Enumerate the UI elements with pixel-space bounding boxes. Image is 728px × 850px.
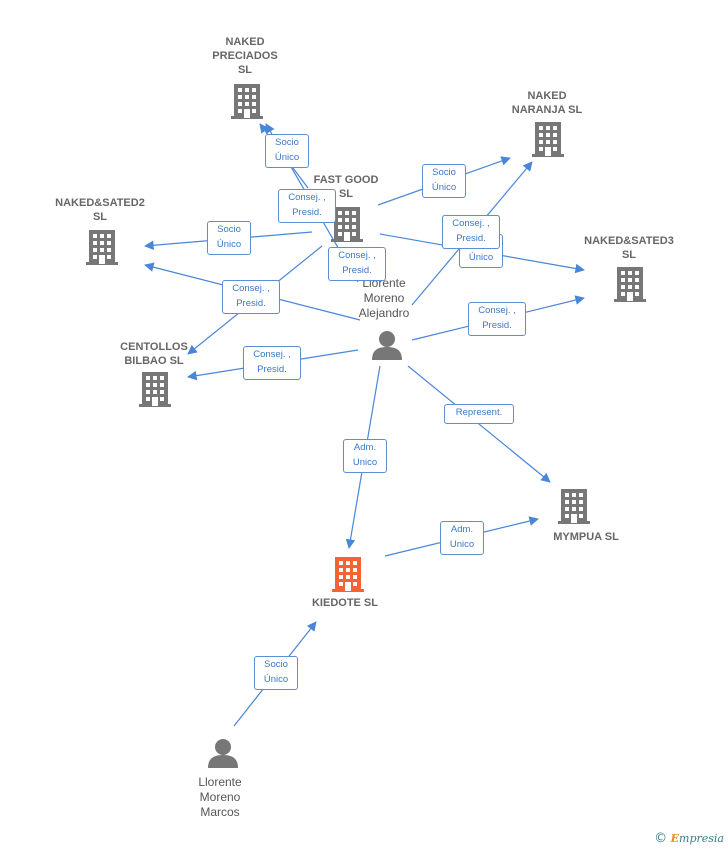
relation-badge[interactable]: Adm. Unico (343, 439, 387, 473)
naked-preciados-building-icon[interactable] (231, 84, 263, 119)
relation-badge[interactable]: Consej. , Presid. (278, 189, 336, 223)
marcos-person-icon[interactable] (208, 739, 238, 768)
copyright-symbol: © (654, 831, 668, 846)
naked-naranja-building-icon[interactable] (532, 122, 564, 157)
relation-badge[interactable]: Consej. , Presid. (328, 247, 386, 281)
edges (144, 123, 585, 727)
node-label-marcos[interactable]: Llorente Moreno Marcos (198, 775, 242, 819)
relation-badge[interactable]: Consej. , Presid. (442, 215, 500, 249)
node-label-centollos[interactable]: CENTOLLOS BILBAO SL (120, 341, 188, 367)
relation-badge[interactable]: Consej. , Presid. (468, 302, 526, 336)
relation-badge[interactable]: Represent. (444, 404, 514, 424)
centollos-building-icon[interactable] (139, 372, 171, 407)
brand-initial: E (670, 832, 680, 845)
naked-sated3-building-icon[interactable] (614, 267, 646, 302)
relation-badge[interactable]: Socio Único (207, 221, 251, 255)
relation-badge[interactable]: Socio Único (265, 134, 309, 168)
relation-badge[interactable]: Socio Único (422, 164, 466, 198)
relation-badge[interactable]: Adm. Unico (440, 521, 484, 555)
kiedote-building-icon[interactable] (332, 557, 364, 592)
mympua-building-icon[interactable] (558, 489, 590, 524)
node-label-kiedote[interactable]: KIEDOTE SL (311, 597, 378, 609)
node-label-mympua[interactable]: MYMPUA SL (553, 531, 619, 543)
node-label-naked-naranja[interactable]: NAKED NARANJA SL (511, 90, 583, 116)
node-label-naked-preciados[interactable]: NAKED PRECIADOS SL (212, 36, 278, 76)
node-label-naked-sated3[interactable]: NAKED&SATED3 SL (584, 235, 674, 261)
relation-badge[interactable]: Consej. , Presid. (222, 280, 280, 314)
edge-alejandro-mympua (407, 365, 551, 483)
node-label-naked-sated2[interactable]: NAKED&SATED2 SL (55, 197, 145, 223)
relation-badge[interactable]: Socio Único (254, 656, 298, 690)
empresia-watermark: © Empresia (654, 831, 724, 846)
node-label-fast-good[interactable]: FAST GOOD SL (313, 174, 379, 200)
naked-sated2-building-icon[interactable] (86, 230, 118, 265)
brand-name: mpresia (679, 832, 724, 845)
relation-badge[interactable]: Consej. , Presid. (243, 346, 301, 380)
alejandro-person-icon[interactable] (372, 331, 402, 360)
node-label-alejandro[interactable]: Llorente Moreno Alejandro (358, 276, 410, 320)
